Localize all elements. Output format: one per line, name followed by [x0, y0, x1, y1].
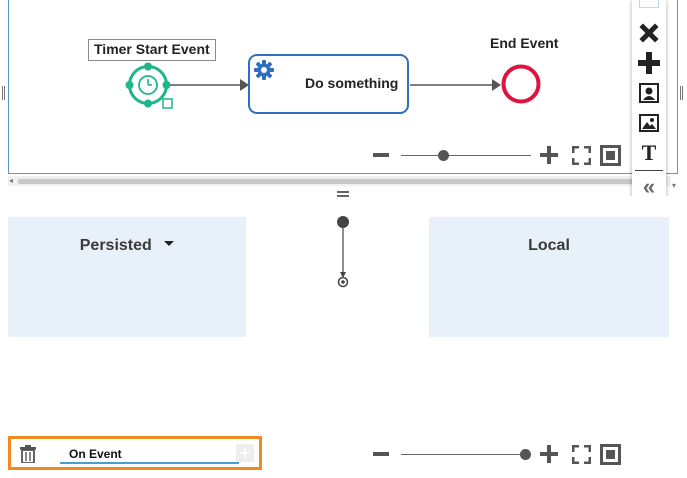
fullscreen-icon-bottom[interactable]: [572, 445, 591, 464]
fit-view-icon[interactable]: [600, 145, 621, 166]
scroll-left-arrow[interactable]: ◂: [9, 176, 14, 185]
left-resize-handle[interactable]: [2, 86, 5, 100]
local-lane-title: Local: [528, 237, 570, 254]
resize-handle-left: [125, 81, 134, 89]
text-icon[interactable]: T: [641, 140, 657, 165]
persisted-lane-header[interactable]: Persisted: [80, 237, 175, 255]
resize-handle-right: [162, 81, 171, 89]
image-icon[interactable]: [632, 109, 666, 137]
sequence-flows: [170, 79, 501, 91]
event-name-input[interactable]: [60, 446, 239, 464]
pane-split-handle-line[interactable]: [337, 195, 349, 197]
add-icon[interactable]: [632, 49, 666, 77]
fit-view-icon-bottom[interactable]: [600, 444, 621, 465]
user-task-icon[interactable]: [632, 79, 666, 107]
zoom-out-button[interactable]: [373, 153, 389, 157]
zoom-in-button[interactable]: [540, 146, 558, 164]
end-event-label: End Event: [490, 35, 559, 51]
clock-icon: [138, 75, 158, 95]
scroll-down-arrow[interactable]: ▾: [672, 181, 677, 190]
zoom-slider-track-bottom[interactable]: [401, 454, 525, 455]
flow-arrowhead: [340, 272, 346, 278]
local-lane[interactable]: Local: [429, 217, 669, 337]
add-event-button[interactable]: +: [236, 443, 254, 463]
gear-icon: [254, 60, 274, 80]
task-label: Do something: [305, 75, 399, 91]
pane-split-handle[interactable]: [337, 191, 349, 193]
chevron-down-icon[interactable]: [164, 241, 175, 247]
zoom-slider-thumb-bottom[interactable]: [519, 449, 531, 460]
flow-start-dot: [337, 216, 349, 228]
timer-start-event[interactable]: [120, 60, 180, 112]
zoom-in-button-bottom[interactable]: [540, 445, 558, 463]
flow-arrowhead: [240, 79, 249, 91]
trash-icon[interactable]: [20, 445, 36, 463]
collapse-icon[interactable]: «: [642, 174, 656, 199]
zoom-out-button-bottom[interactable]: [373, 452, 389, 456]
zoom-slider-thumb[interactable]: [438, 150, 450, 161]
end-event[interactable]: [500, 63, 544, 107]
flow-arrowhead: [492, 79, 501, 91]
fullscreen-icon[interactable]: [572, 146, 591, 165]
right-resize-handle[interactable]: [680, 86, 683, 100]
toolbar-separator: [635, 170, 663, 171]
horizontal-scrollbar-thumb[interactable]: [18, 179, 666, 184]
persisted-lane-title: Persisted: [79, 237, 152, 254]
timer-start-event-label[interactable]: Timer Start Event: [88, 39, 216, 61]
connector-handle: [162, 98, 173, 109]
resize-handle-bottom: [144, 99, 152, 108]
persisted-lane[interactable]: Persisted: [8, 217, 246, 337]
zoom-slider-track[interactable]: [401, 155, 531, 156]
delete-icon[interactable]: [632, 19, 666, 47]
toolbar-partial-icon[interactable]: [639, 0, 659, 8]
task-do-something[interactable]: [248, 54, 409, 114]
scope-flow: [337, 216, 349, 288]
diagram-toolbar: T «: [632, 0, 666, 205]
resize-handle-top: [144, 62, 152, 71]
